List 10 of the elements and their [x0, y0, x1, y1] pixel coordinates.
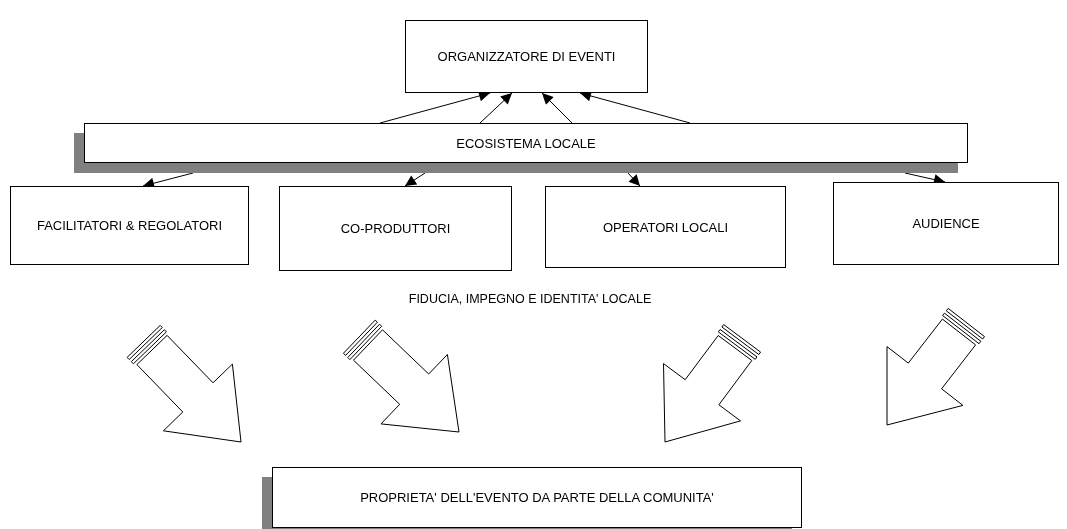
- text-box: ORGANIZZATORE DI EVENTI: [405, 20, 648, 93]
- caption-text: FIDUCIA, IMPEGNO E IDENTITA' LOCALE: [408, 292, 652, 306]
- arrow: [627, 172, 641, 187]
- text-box: OPERATORI LOCALI: [545, 186, 786, 268]
- arrow: [541, 92, 573, 124]
- arrow: [404, 172, 426, 187]
- text-box: AUDIENCE: [833, 182, 1059, 265]
- text-box: FACILITATORI & REGOLATORI: [10, 186, 249, 265]
- text-box: CO-PRODUTTORI: [279, 186, 512, 271]
- arrow: [479, 92, 513, 124]
